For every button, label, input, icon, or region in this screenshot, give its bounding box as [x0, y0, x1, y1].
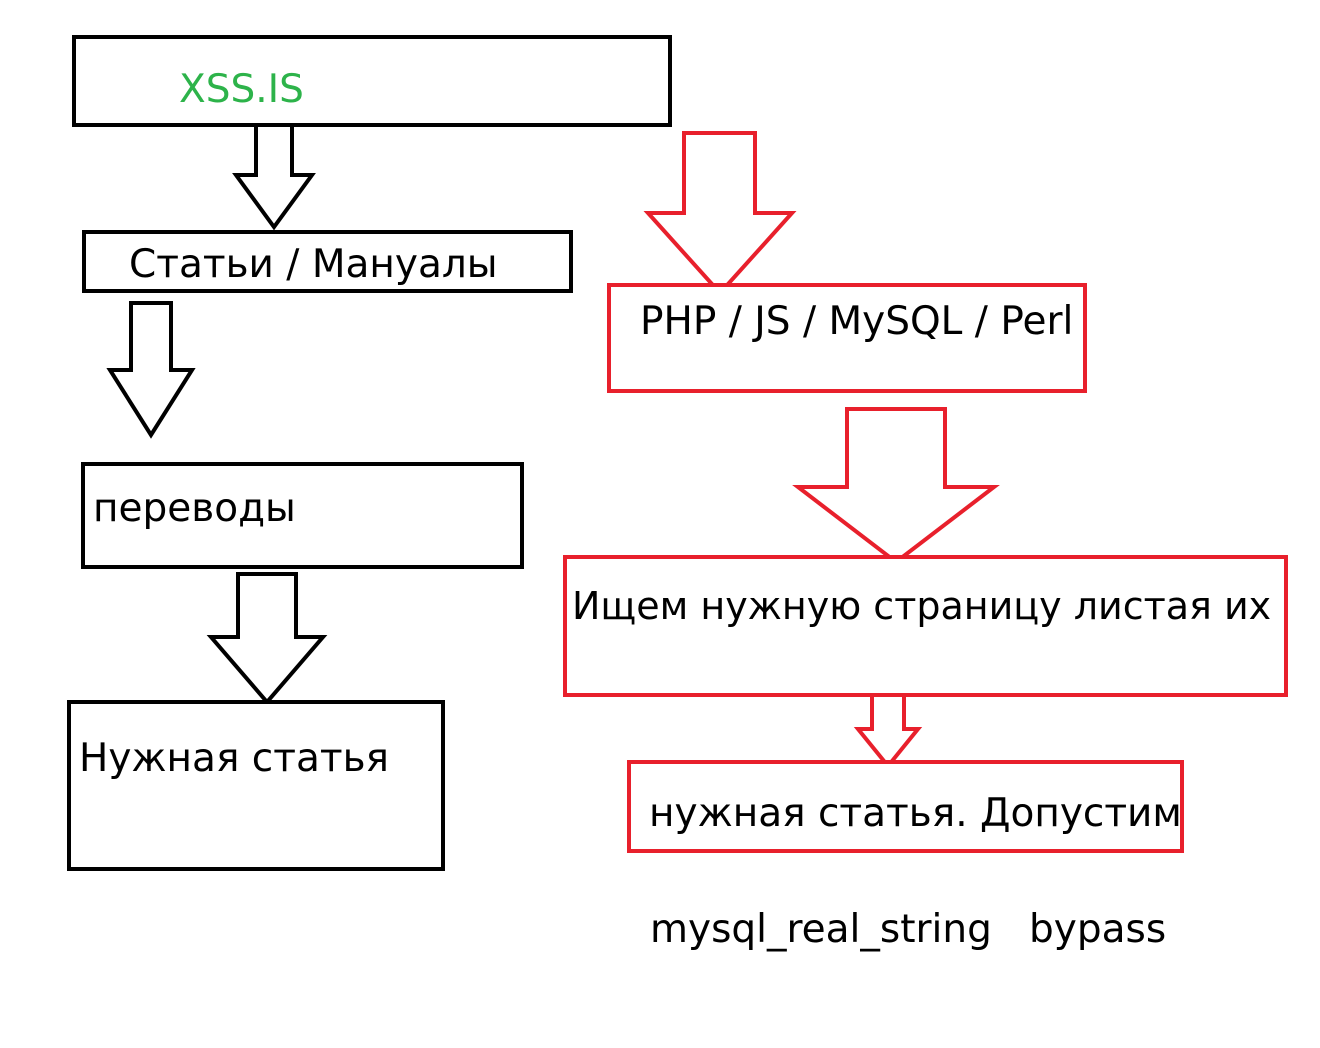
languages-label: PHP / JS / MySQL / Perl [640, 299, 1074, 344]
arrow-start-to-languages [643, 131, 797, 296]
articles-label: Статьи / Мануалы [129, 242, 498, 287]
site-label: XSS.IS [179, 67, 304, 112]
result-article-label: нужная статья. Допустим [649, 791, 1182, 836]
search-pages-box: Ищем нужную страницу листая их [563, 555, 1288, 697]
needed-article-label: Нужная статья [79, 736, 390, 781]
example-topic-text: mysql_real_string bypass [650, 907, 1167, 952]
arrow-site-to-articles [232, 120, 316, 231]
result-article-box: нужная статья. Допустим [627, 760, 1184, 853]
search-pages-label: Ищем нужную страницу листая их [572, 584, 1272, 628]
translations-box: переводы [81, 462, 524, 569]
arrow-translations-to-article [206, 572, 328, 706]
arrow-languages-to-search [792, 407, 1000, 565]
translations-label: переводы [93, 486, 296, 531]
languages-box: PHP / JS / MySQL / Perl [607, 283, 1087, 393]
articles-box: Статьи / Мануалы [82, 230, 573, 293]
needed-article-box: Нужная статья [67, 700, 445, 871]
site-box: XSS.IS [72, 35, 672, 127]
arrow-search-to-article [853, 690, 923, 770]
arrow-articles-to-translations [106, 301, 196, 439]
